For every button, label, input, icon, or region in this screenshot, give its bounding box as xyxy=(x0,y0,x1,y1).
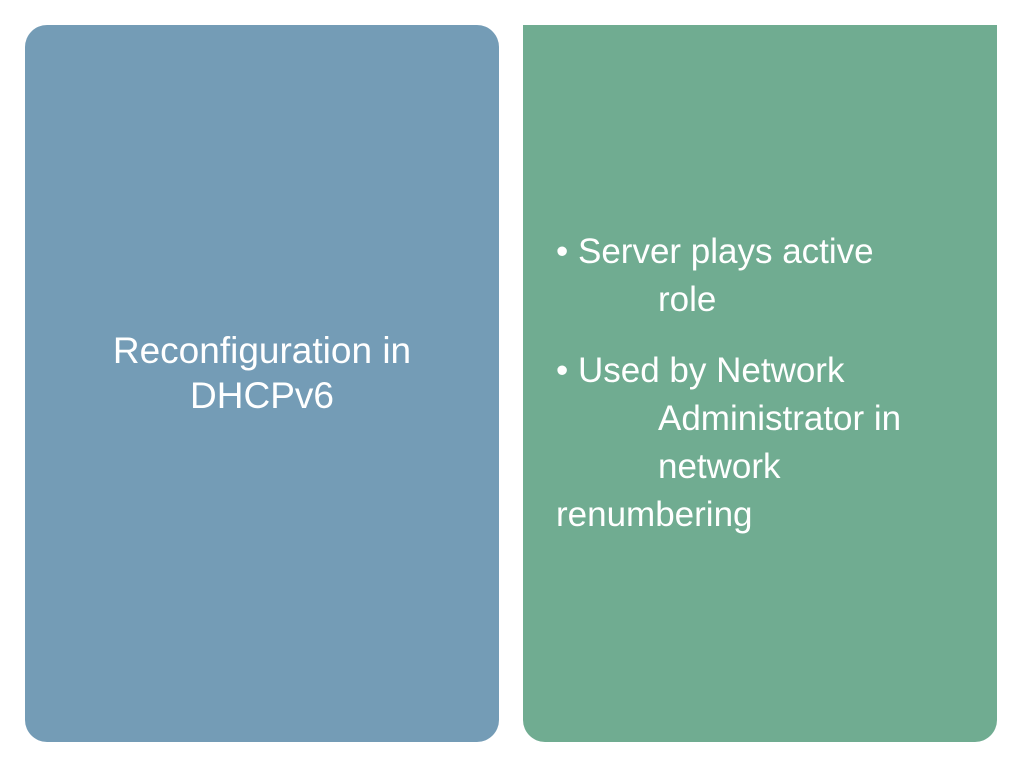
bullet-list: • Server plays active role • Used by Net… xyxy=(556,228,976,562)
bullet-text: • Used by Network xyxy=(556,351,845,390)
slide-title: Reconfiguration in DHCPv6 xyxy=(47,328,477,418)
bullet-text-continued: network xyxy=(658,447,781,486)
bullet-item: • Used by Network Administrator in netwo… xyxy=(556,347,976,539)
bullet-text-continued: Administrator in xyxy=(658,399,902,438)
title-line-2: DHCPv6 xyxy=(190,374,334,416)
bullet-item: • Server plays active role xyxy=(556,228,976,324)
bullet-text-continued: role xyxy=(658,280,717,319)
title-line-1: Reconfiguration in xyxy=(112,329,412,371)
content-panel: • Server plays active role • Used by Net… xyxy=(523,25,997,742)
bullet-text-continued: renumbering xyxy=(556,495,753,534)
bullet-text: • Server plays active xyxy=(556,232,874,271)
title-panel: Reconfiguration in DHCPv6 xyxy=(25,25,499,742)
